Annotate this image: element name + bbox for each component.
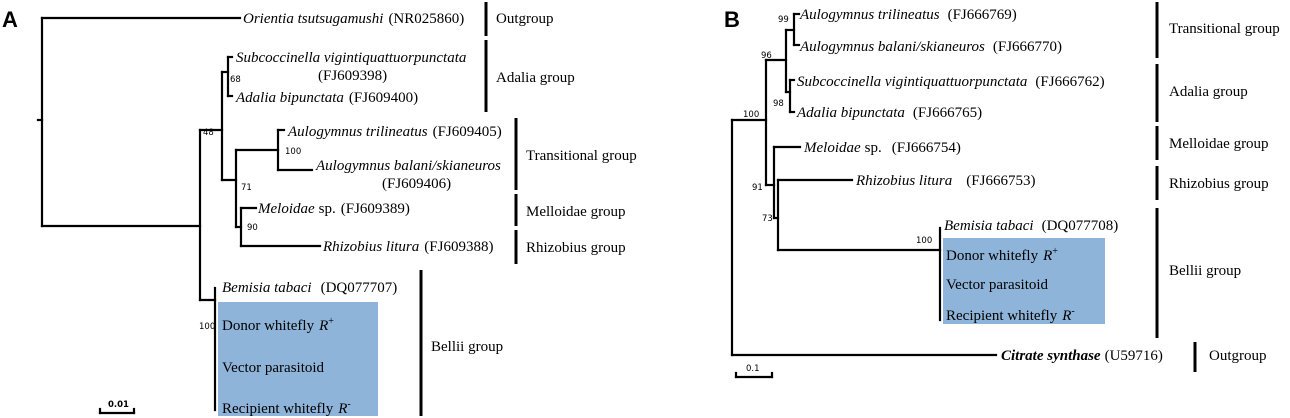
taxon-b-bemisia: Bemisia tabaci(DQ077708) [944,218,1118,234]
group-b-transitional: Transitional group [1169,21,1280,37]
group-a-melloidae: Melloidae group [526,204,626,220]
bootstrap-100-transitional: 100 [285,147,301,157]
bootstrap-90: 90 [247,223,258,233]
bootstrap-b-91: 91 [752,183,763,193]
bootstrap-b-96: 96 [761,51,772,61]
taxon-b-adalia: Adalia bipunctata(FJ666765) [796,105,982,121]
highlight-box-b [943,238,1105,324]
panel-a-taxa: Orientia tsutsugamushi(NR025860) Subcocc… [218,11,502,417]
bootstrap-b-100-root: 100 [743,110,759,120]
taxon-aulogymnus-balani: Aulogymnus balani/skianeuros [315,158,501,174]
bootstrap-48: 48 [203,128,214,138]
taxon-orientia: Orientia tsutsugamushi(NR025860) [243,11,464,27]
panel-a-label: A [2,7,18,32]
panel-a-tree: 0.01 [36,16,322,415]
bootstrap-68: 68 [230,75,241,85]
bootstrap-71: 71 [241,183,252,193]
taxon-vector-parasitoid: Vector parasitoid [222,360,325,376]
panel-b-taxa: Aulogymnus trilineatus(FJ666769) Aulogym… [796,7,1163,364]
panel-a-bootstrap: 68 48 100 71 90 100 [199,75,301,332]
taxon-b-rhizobius: Rhizobius litura(FJ666753) [855,173,1035,189]
bootstrap-b-100-bellii: 100 [916,236,932,246]
panel-b-bootstrap: 99 96 98 100 91 73 100 [743,15,932,246]
group-b-adalia: Adalia group [1169,84,1248,100]
bootstrap-b-99: 99 [778,15,789,25]
taxon-aulogymnus-balani-accession: (FJ609406) [382,176,451,192]
taxon-b-vector-parasitoid: Vector parasitoid [946,277,1049,293]
taxon-subcoccinella: Subcoccinella vigintiquattuorpunctata [236,50,466,66]
taxon-b-subcoccinella: Subcoccinella vigintiquattuorpunctata(FJ… [797,74,1105,90]
taxon-b-aulogymnus-trilineatus: Aulogymnus trilineatus(FJ666769) [799,7,1017,23]
taxon-b-citrate-synthase: Citrate synthase(U59716) [1001,348,1163,364]
group-a-bellii: Bellii group [431,339,503,355]
group-a-adalia: Adalia group [496,70,575,86]
group-b-outgroup: Outgroup [1209,348,1267,364]
group-a-transitional: Transitional group [526,148,637,164]
taxon-adalia: Adalia bipunctata(FJ609400) [235,90,418,106]
highlight-box-a [218,302,378,416]
bootstrap-100-bellii: 100 [199,322,215,332]
panel-b-tree: 0.1 [730,12,998,379]
taxon-rhizobius: Rhizobius litura(FJ609388) [322,239,493,255]
bootstrap-b-73: 73 [762,214,773,224]
panel-b-label: B [724,7,740,32]
panel-a: A [2,2,637,417]
group-a-rhizobius: Rhizobius group [526,240,626,256]
group-b-bellii: Bellii group [1169,263,1241,279]
scale-label-a: 0.01 [108,400,129,410]
panel-a-groups: Outgroup Adalia group Transitional group… [419,2,637,416]
bootstrap-b-98: 98 [773,99,784,109]
taxon-subcoccinella-accession: (FJ609398) [318,68,387,84]
taxon-bemisia: Bemisia tabaci(DQ077707) [222,280,397,296]
panel-b: B [724,2,1280,379]
panel-b-groups: Transitional group Adalia group Melloida… [1155,2,1280,372]
taxon-b-aulogymnus-balani: Aulogymnus balani/skianeuros(FJ666770) [799,39,1062,55]
taxon-aulogymnus-trilineatus: Aulogymnus trilineatus(FJ609405) [287,124,502,140]
group-a-outgroup: Outgroup [496,11,554,27]
group-b-melloidae: Melloidae group [1169,136,1269,152]
scale-label-b: 0.1 [746,364,760,374]
group-b-rhizobius: Rhizobius group [1169,176,1269,192]
